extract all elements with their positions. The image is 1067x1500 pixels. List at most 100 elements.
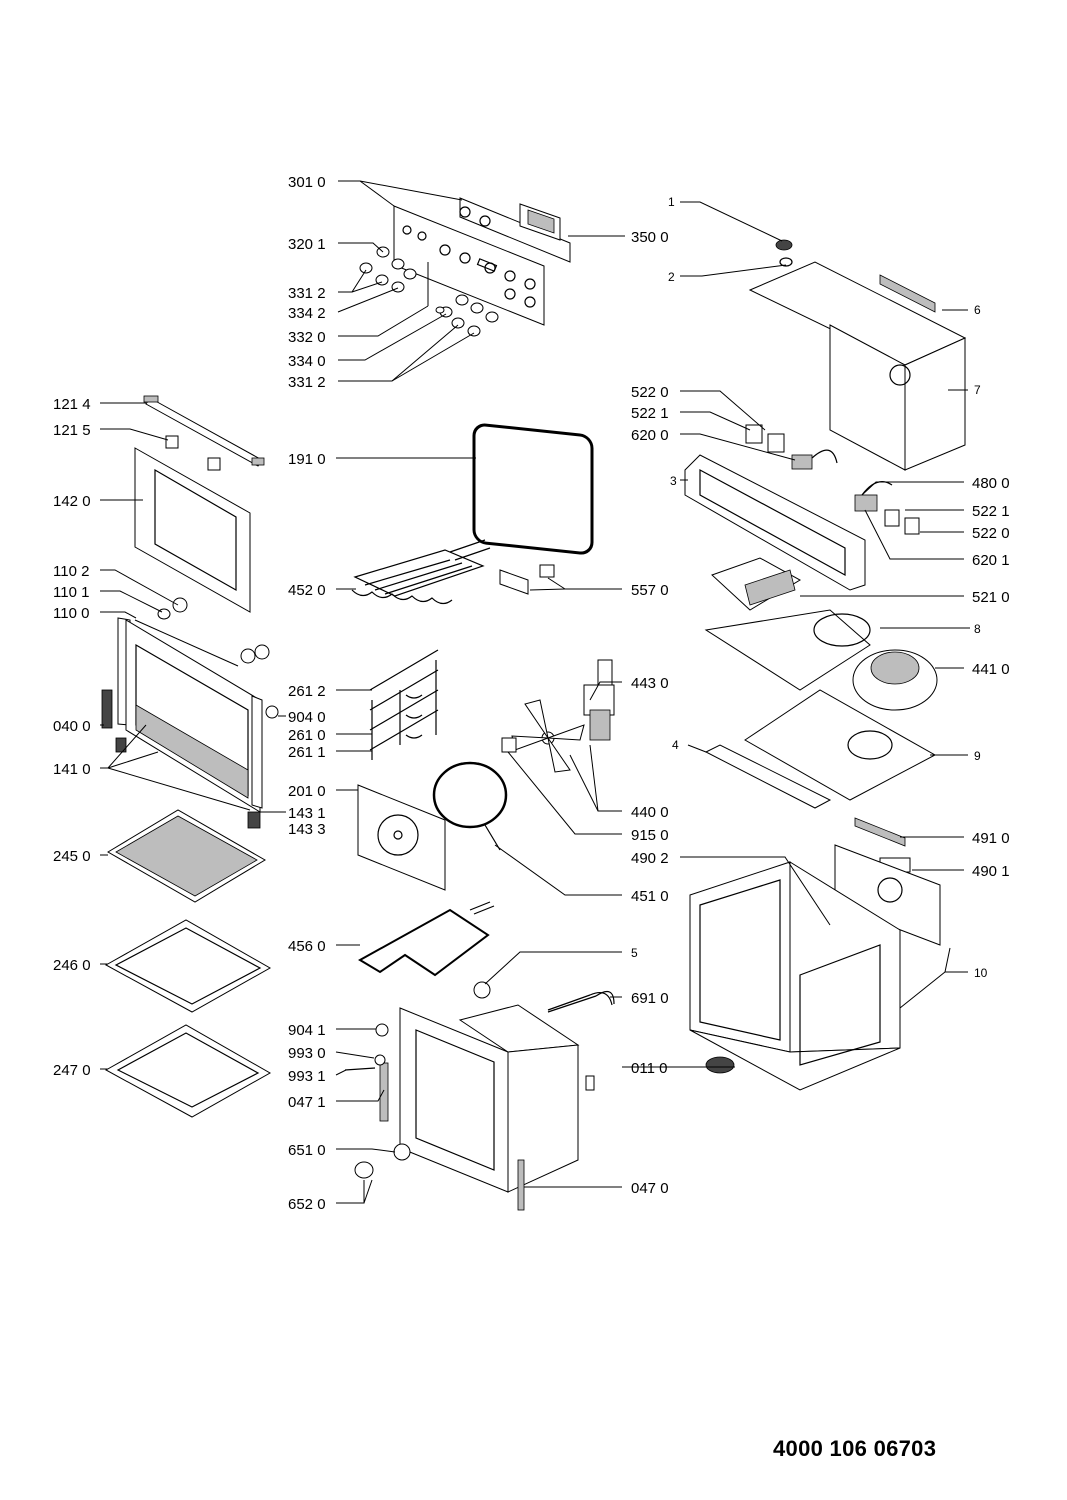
part-label: 1 [668,195,675,209]
part-number-labels: 301 0 320 1 331 2 334 2 332 0 334 0 331 … [53,174,1010,1213]
part-label: 261 2 [288,683,326,700]
foot [705,1056,735,1074]
part-label: 3 [670,474,677,488]
part-label: 350 0 [631,229,669,246]
top-cover-assembly [748,239,967,471]
part-label: 522 1 [631,405,669,422]
electronic-module [711,557,802,611]
switches-lower [854,481,920,535]
part-label: 121 4 [53,396,91,413]
part-label: 334 2 [288,305,326,322]
part-label: 915 0 [631,827,669,844]
part-label: 301 0 [288,174,326,191]
part-label: 142 0 [53,493,91,510]
part-label: 047 1 [288,1094,326,1111]
fan-blade [501,699,585,773]
control-panel [393,197,571,326]
part-label: 691 0 [631,990,669,1007]
door-small-parts [134,597,270,667]
grill-heating-element [351,539,491,605]
part-label: 2 [668,270,675,284]
lamp-and-switch-parts [344,1023,411,1179]
part-label: 245 0 [53,848,91,865]
part-label: 904 1 [288,1022,326,1039]
fan-motor [583,659,615,741]
shelf-supports [369,649,439,760]
part-label: 110 1 [53,584,89,601]
part-label: 452 0 [288,582,326,599]
part-label: 620 0 [631,427,669,444]
part-label: 110 0 [53,605,89,622]
lower-heating-element [358,901,495,977]
part-label: 491 0 [972,830,1010,847]
part-label: 6 [974,303,981,317]
part-label: 10 [974,966,988,980]
part-label: 201 0 [288,783,326,800]
door-top-trim [143,395,265,471]
door-outer-glass [134,447,251,613]
circular-heating-element [432,761,508,851]
drip-tray [104,1024,272,1118]
terminal-parts [834,817,941,946]
part-label: 490 2 [631,850,669,867]
part-label: 332 0 [288,329,326,346]
part-label: 141 0 [53,761,91,778]
part-label: 521 0 [972,589,1010,606]
leader-lines [100,180,970,1204]
part-label: 651 0 [288,1142,326,1159]
part-label: 8 [974,622,981,636]
part-label: 522 0 [972,525,1010,542]
document-number: 4000 106 06703 [773,1436,937,1461]
display-module [519,203,561,241]
part-label: 993 0 [288,1045,326,1062]
part-label: 490 1 [972,863,1010,880]
baking-tray [104,919,272,1013]
part-label: 247 0 [53,1062,91,1079]
part-label: 7 [974,383,981,397]
part-label: 443 0 [631,675,669,692]
part-label: 246 0 [53,957,91,974]
part-label: 993 1 [288,1068,326,1085]
outer-housing [689,861,901,1091]
part-label: 143 3 [288,821,326,838]
part-label: 557 0 [631,582,669,599]
part-label: 522 0 [631,384,669,401]
part-label: 522 1 [972,503,1010,520]
meat-probe [547,990,615,1013]
part-label: 652 0 [288,1196,326,1213]
part-label: 261 0 [288,727,326,744]
part-illustrations [101,197,967,1211]
part-label: 047 0 [631,1180,669,1197]
part-label: 143 1 [288,805,326,822]
part-label: 191 0 [288,451,326,468]
door-frame [101,617,279,829]
air-deflector [704,609,871,691]
part-label: 320 1 [288,236,326,253]
wire-rack [107,809,266,903]
oven-back-panel [357,784,446,891]
part-label: 904 0 [288,709,326,726]
switches-upper [745,424,838,470]
part-label: 261 1 [288,744,326,761]
part-label: 456 0 [288,938,326,955]
part-label: 9 [974,749,981,763]
part-label: 331 2 [288,285,326,302]
part-label: 620 1 [972,552,1010,569]
part-label: 334 0 [288,353,326,370]
part-label: 011 0 [631,1060,667,1077]
part-label: 5 [631,946,638,960]
part-label: 4 [672,738,679,752]
part-label: 331 2 [288,374,326,391]
oven-cavity [379,981,613,1211]
oven-door-gasket [472,423,594,555]
control-bracket [684,454,866,591]
part-label: 121 5 [53,422,91,439]
element-bracket [499,564,555,595]
part-label: 451 0 [631,888,669,905]
cooling-fan [852,649,938,711]
part-label: 480 0 [972,475,1010,492]
part-label: 110 2 [53,563,89,580]
part-label: 040 0 [53,718,91,735]
part-label: 441 0 [972,661,1010,678]
